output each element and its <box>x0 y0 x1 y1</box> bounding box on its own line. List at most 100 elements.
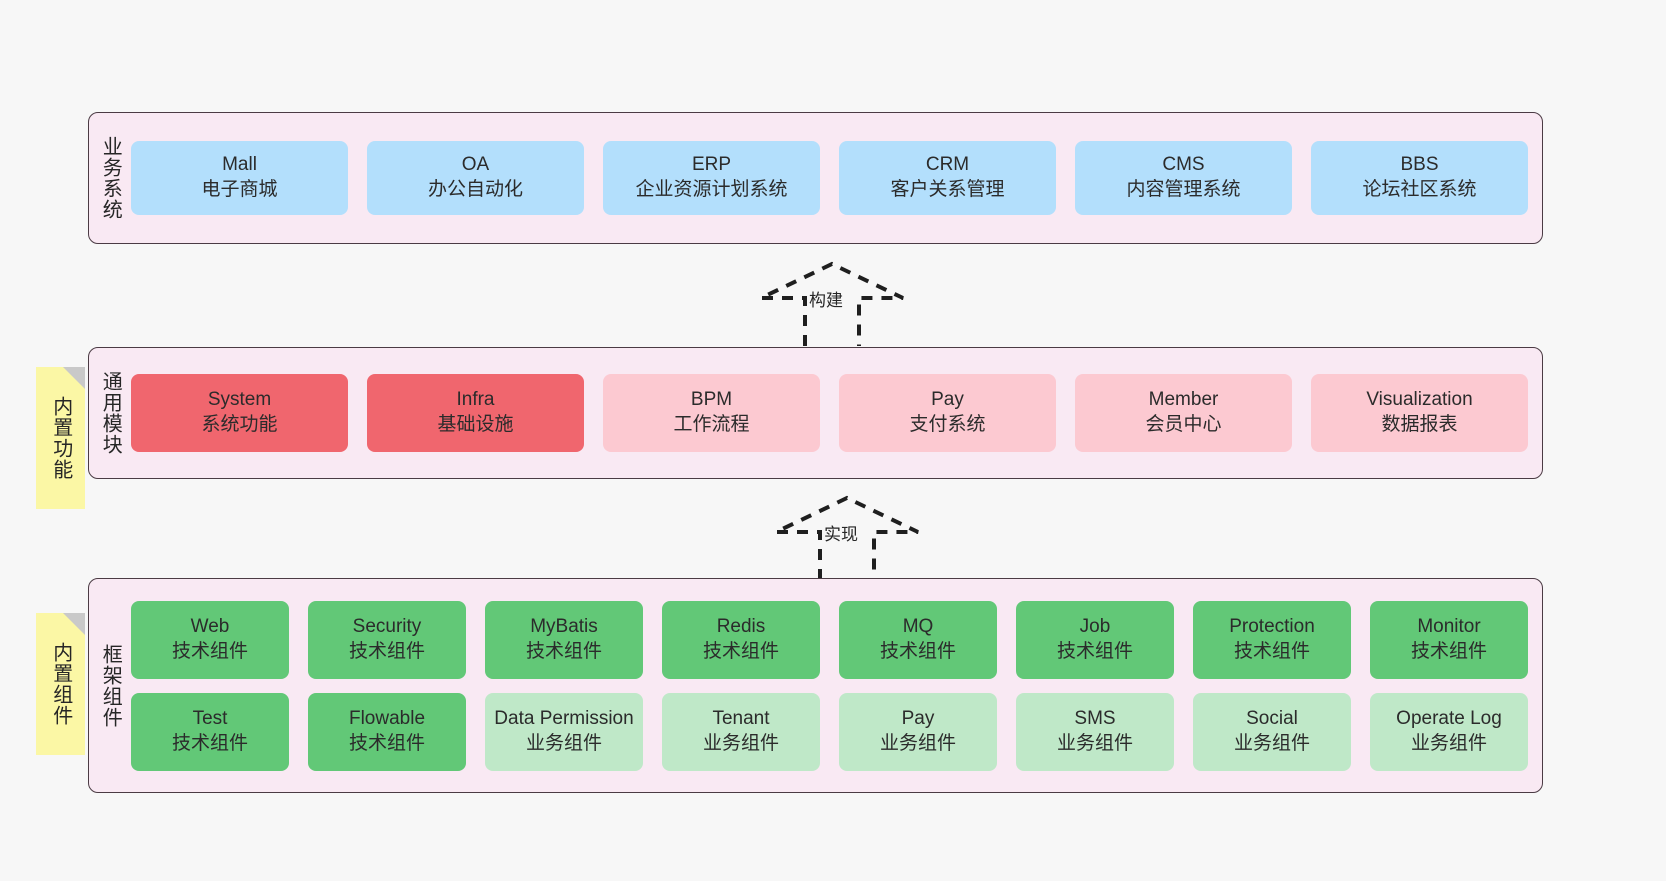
node-subtitle: 技术组件 <box>348 732 425 754</box>
node-subtitle: 业务组件 <box>1410 732 1487 754</box>
node-member[interactable]: Member 会员中心 <box>1075 374 1292 452</box>
node-subtitle: 技术组件 <box>525 640 602 662</box>
node-title: Member <box>1148 389 1219 411</box>
node-subtitle: 业务组件 <box>702 732 779 754</box>
node-title: BPM <box>690 389 733 411</box>
implement-arrow-icon <box>775 495 919 580</box>
connector-build-label: 构建 <box>808 286 844 311</box>
node-subtitle: 业务组件 <box>1056 732 1133 754</box>
node-title: Social <box>1246 707 1298 729</box>
node-security[interactable]: Security 技术组件 <box>308 600 466 679</box>
node-redis[interactable]: Redis 技术组件 <box>662 600 820 679</box>
node-title: SMS <box>1074 707 1116 729</box>
node-protection[interactable]: Protection 技术组件 <box>1193 600 1351 679</box>
node-title: Operate Log <box>1396 707 1502 729</box>
row-business-components: Test 技术组件 Flowable 技术组件 Data Permission … <box>131 692 1528 771</box>
node-job[interactable]: Job 技术组件 <box>1016 600 1174 679</box>
node-subtitle: 技术组件 <box>1233 640 1310 662</box>
node-subtitle: 客户关系管理 <box>890 179 1005 200</box>
node-web[interactable]: Web 技术组件 <box>131 600 289 679</box>
node-title: Data Permission <box>494 707 634 729</box>
node-subtitle: 电子商城 <box>201 179 278 200</box>
node-visualization[interactable]: Visualization 数据报表 <box>1311 374 1528 452</box>
layer-common-modules: 通用模块 System 系统功能 Infra 基础设施 BPM 工作流程 Pay… <box>88 347 1543 479</box>
node-bbs[interactable]: BBS 论坛社区系统 <box>1311 141 1528 215</box>
node-subtitle: 论坛社区系统 <box>1362 179 1477 200</box>
node-subtitle: 数据报表 <box>1381 414 1458 435</box>
node-oa[interactable]: OA 办公自动化 <box>367 141 584 215</box>
node-subtitle: 企业资源计划系统 <box>635 179 788 200</box>
node-sms[interactable]: SMS 业务组件 <box>1016 692 1174 771</box>
node-subtitle: 技术组件 <box>702 640 779 662</box>
note-builtin-features: 内置功能 <box>36 367 85 509</box>
node-title: CRM <box>925 154 970 176</box>
node-subtitle: 技术组件 <box>171 732 248 754</box>
layer-business-systems: 业务系统 Mall 电子商城 OA 办公自动化 ERP 企业资源计划系统 CRM… <box>88 112 1543 244</box>
node-title: BBS <box>1400 154 1439 176</box>
node-subtitle: 技术组件 <box>348 640 425 662</box>
node-subtitle: 业务组件 <box>1233 732 1310 754</box>
node-title: Pay <box>931 389 964 411</box>
node-title: Job <box>1079 615 1111 637</box>
node-monitor[interactable]: Monitor 技术组件 <box>1370 600 1528 679</box>
row-business-systems: Mall 电子商城 OA 办公自动化 ERP 企业资源计划系统 CRM 客户关系… <box>131 141 1528 215</box>
layer-body-framework-components: Web 技术组件 Security 技术组件 MyBatis 技术组件 Redi… <box>131 579 1542 792</box>
node-mybatis[interactable]: MyBatis 技术组件 <box>485 600 643 679</box>
node-title: MQ <box>902 615 934 637</box>
node-subtitle: 系统功能 <box>201 414 278 435</box>
node-subtitle: 办公自动化 <box>427 179 523 200</box>
node-title: Web <box>190 615 230 637</box>
node-operate-log[interactable]: Operate Log 业务组件 <box>1370 692 1528 771</box>
node-data-permission[interactable]: Data Permission 业务组件 <box>485 692 643 771</box>
node-test[interactable]: Test 技术组件 <box>131 692 289 771</box>
node-subtitle: 会员中心 <box>1145 414 1222 435</box>
node-title: Test <box>192 707 228 729</box>
node-title: ERP <box>691 154 732 176</box>
node-subtitle: 技术组件 <box>1410 640 1487 662</box>
connector-implement: 实现 <box>767 492 927 584</box>
connector-build: 构建 <box>752 258 912 350</box>
layer-body-common-modules: System 系统功能 Infra 基础设施 BPM 工作流程 Pay 支付系统… <box>131 348 1542 478</box>
node-tenant[interactable]: Tenant 业务组件 <box>662 692 820 771</box>
note-fold-icon <box>63 613 85 635</box>
connector-implement-label: 实现 <box>823 520 859 545</box>
node-title: CMS <box>1162 154 1205 176</box>
node-subtitle: 支付系统 <box>909 414 986 435</box>
node-cms[interactable]: CMS 内容管理系统 <box>1075 141 1292 215</box>
node-title: Redis <box>716 615 766 637</box>
node-title: MyBatis <box>530 615 598 637</box>
node-subtitle: 业务组件 <box>879 732 956 754</box>
node-infra[interactable]: Infra 基础设施 <box>367 374 584 452</box>
node-title: Flowable <box>348 707 426 729</box>
node-title: Mall <box>222 154 257 176</box>
build-arrow-icon <box>760 261 904 346</box>
note-fold-icon <box>63 367 85 389</box>
node-mq[interactable]: MQ 技术组件 <box>839 600 997 679</box>
node-subtitle: 基础设施 <box>437 414 514 435</box>
node-bpm[interactable]: BPM 工作流程 <box>603 374 820 452</box>
node-subtitle: 内容管理系统 <box>1126 179 1241 200</box>
note-label: 内置功能 <box>49 396 72 480</box>
note-label: 内置组件 <box>49 642 72 726</box>
node-title: Monitor <box>1417 615 1481 637</box>
note-builtin-components: 内置组件 <box>36 613 85 755</box>
node-title: Tenant <box>712 707 770 729</box>
node-subtitle: 工作流程 <box>673 414 750 435</box>
node-subtitle: 业务组件 <box>525 732 602 754</box>
node-social[interactable]: Social 业务组件 <box>1193 692 1351 771</box>
node-flowable[interactable]: Flowable 技术组件 <box>308 692 466 771</box>
node-title: System <box>207 389 272 411</box>
node-mall[interactable]: Mall 电子商城 <box>131 141 348 215</box>
node-title: Visualization <box>1366 389 1473 411</box>
node-system[interactable]: System 系统功能 <box>131 374 348 452</box>
layer-body-business-systems: Mall 电子商城 OA 办公自动化 ERP 企业资源计划系统 CRM 客户关系… <box>131 113 1542 243</box>
node-crm[interactable]: CRM 客户关系管理 <box>839 141 1056 215</box>
node-subtitle: 技术组件 <box>171 640 248 662</box>
layer-title-business-systems: 业务系统 <box>99 136 122 220</box>
layer-title-framework-components: 框架组件 <box>99 643 122 728</box>
node-title: Security <box>352 615 422 637</box>
node-erp[interactable]: ERP 企业资源计划系统 <box>603 141 820 215</box>
node-pay-component[interactable]: Pay 业务组件 <box>839 692 997 771</box>
node-pay-module[interactable]: Pay 支付系统 <box>839 374 1056 452</box>
layer-framework-components: 框架组件 Web 技术组件 Security 技术组件 MyBatis 技术组件… <box>88 578 1543 793</box>
